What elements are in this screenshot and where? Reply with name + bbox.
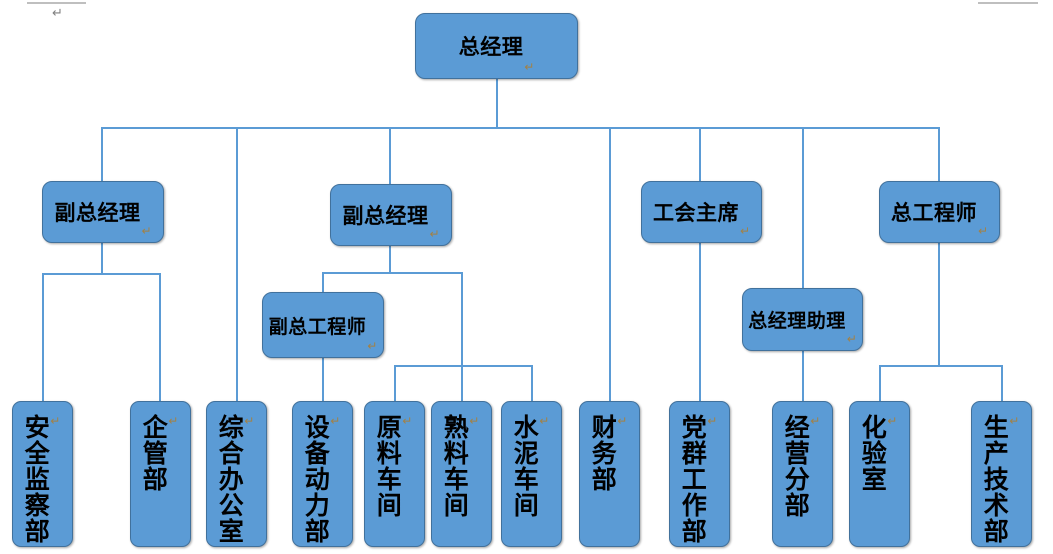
connector-drop-raw-material-workshop	[394, 365, 396, 401]
connector-drop-deputy-chief-engineer	[322, 272, 324, 292]
node-raw-material-workshop[interactable]: 原料车间 ↵	[364, 401, 425, 547]
connector-drop-deputy-gm-1	[101, 127, 103, 181]
node-label: 工会主席	[652, 201, 739, 225]
paragraph-mark: ↵	[328, 414, 343, 428]
node-label: 设备动力部	[301, 414, 331, 544]
node-general-office[interactable]: 综合办公室 ↵	[206, 401, 267, 547]
connector-drop-chief-engineer	[938, 127, 940, 181]
node-label: 总经理	[458, 35, 524, 59]
node-safety-supervision[interactable]: 安全监察部 ↵	[12, 401, 73, 547]
connector-bus-chief-engineer	[879, 365, 1002, 367]
paragraph-mark: ↵	[537, 414, 552, 428]
paragraph-mark: ↵	[739, 224, 751, 238]
paragraph-mark: ↵	[977, 224, 989, 238]
connector-drop-party-work	[699, 243, 701, 401]
paragraph-mark: ↵	[1007, 414, 1022, 428]
paragraph-mark: ↵	[400, 414, 415, 428]
node-label: 原料车间	[373, 414, 403, 518]
node-deputy-gm-1[interactable]: 副总经理 ↵	[42, 181, 164, 243]
connector-stem-deputy-gm-1	[101, 243, 103, 274]
node-party-work[interactable]: 党群工作部 ↵	[669, 401, 730, 547]
connector-stem-chief-engineer	[938, 243, 940, 366]
paragraph-mark: ↵	[808, 414, 823, 428]
node-label: 总工程师	[890, 201, 977, 225]
paragraph-mark: ↵	[141, 224, 152, 238]
node-label: 安全监察部	[21, 414, 51, 544]
connector-bus-deputy-gm-2	[322, 272, 462, 274]
node-gm-assistant[interactable]: 总经理助理 ↵	[742, 288, 863, 351]
connector-drop-general-office	[236, 127, 238, 401]
node-label: 总经理助理	[748, 310, 846, 332]
node-cement-workshop[interactable]: 水泥车间 ↵	[501, 401, 562, 547]
connector-drop-enterprise-management	[159, 273, 161, 401]
node-label: 生产技术部	[980, 414, 1010, 544]
connector-drop-production-technology	[1001, 365, 1003, 401]
node-union-chairman[interactable]: 工会主席 ↵	[641, 181, 762, 243]
node-operations-branch[interactable]: 经营分部 ↵	[772, 401, 833, 547]
node-label: 副总经理	[54, 201, 141, 225]
node-label: 企管部	[139, 414, 169, 492]
connector-drop-union-chairman	[699, 127, 701, 181]
node-production-technology[interactable]: 生产技术部 ↵	[971, 401, 1032, 547]
node-clinker-workshop[interactable]: 熟料车间 ↵	[431, 401, 492, 547]
paragraph-mark: ↵	[48, 414, 63, 428]
connector-main-bus	[101, 127, 940, 129]
connector-drop-laboratory	[879, 365, 881, 401]
connector-bus-workshops	[394, 365, 532, 367]
connector-drop-equipment-power	[322, 358, 324, 401]
node-label: 水泥车间	[510, 414, 540, 518]
node-laboratory[interactable]: 化验室 ↵	[849, 401, 910, 547]
connector-drop-finance	[609, 127, 611, 401]
node-deputy-chief-engineer[interactable]: 副总工程师 ↵	[262, 292, 384, 358]
page-paragraph-mark: ↵	[52, 6, 63, 21]
node-label: 党群工作部	[678, 414, 708, 544]
node-finance[interactable]: 财务部 ↵	[579, 401, 640, 547]
connector-drop-gm-assistant	[802, 127, 804, 288]
connector-bus-deputy-gm-1	[42, 273, 161, 275]
paragraph-mark: ↵	[524, 60, 535, 74]
connector-stem-deputy-gm-2	[389, 246, 391, 274]
page-margin-mark-right	[978, 2, 1038, 4]
node-label: 综合办公室	[215, 414, 245, 544]
node-label: 经营分部	[781, 414, 811, 518]
page-margin-mark-left	[27, 2, 86, 4]
paragraph-mark: ↵	[846, 332, 857, 346]
node-chief-engineer[interactable]: 总工程师 ↵	[879, 181, 1000, 243]
connector-drop-operations-branch	[802, 351, 804, 401]
node-equipment-power[interactable]: 设备动力部 ↵	[292, 401, 353, 547]
node-label: 化验室	[858, 414, 888, 492]
paragraph-mark: ↵	[467, 414, 482, 428]
node-general-manager[interactable]: 总经理 ↵	[415, 13, 578, 79]
node-label: 副总经理	[342, 204, 429, 228]
paragraph-mark: ↵	[242, 414, 257, 428]
node-label: 财务部	[588, 414, 618, 492]
node-label: 副总工程师	[268, 315, 367, 338]
paragraph-mark: ↵	[166, 414, 181, 428]
connector-drop-clinker-workshop	[461, 365, 463, 401]
paragraph-mark: ↵	[615, 414, 630, 428]
paragraph-mark: ↵	[367, 339, 378, 353]
paragraph-mark: ↵	[705, 414, 720, 428]
paragraph-mark: ↵	[429, 227, 440, 241]
connector-drop-cement-workshop	[531, 365, 533, 401]
node-enterprise-management[interactable]: 企管部 ↵	[130, 401, 191, 547]
connector-root-stem	[496, 79, 498, 128]
paragraph-mark: ↵	[885, 414, 900, 428]
node-deputy-gm-2[interactable]: 副总经理 ↵	[330, 184, 452, 246]
node-label: 熟料车间	[440, 414, 470, 518]
connector-drop-safety-supervision	[42, 273, 44, 401]
connector-drop-workshop-bus	[461, 272, 463, 366]
connector-drop-deputy-gm-2	[389, 127, 391, 184]
